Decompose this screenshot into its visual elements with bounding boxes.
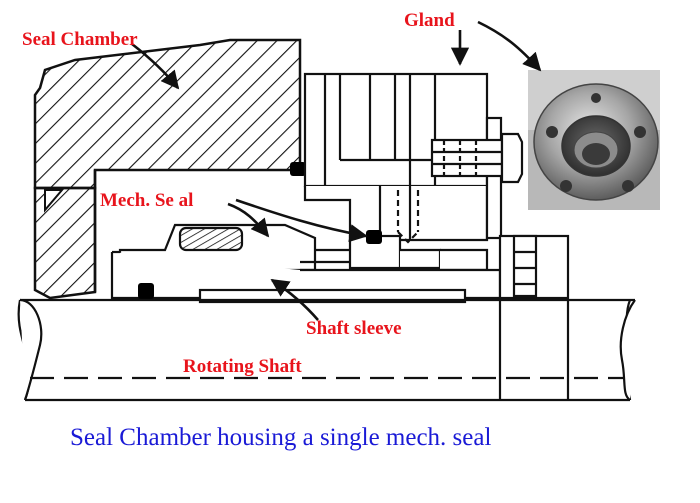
label-seal-chamber: Seal Chamber xyxy=(22,29,138,50)
seal-chamber-housing xyxy=(33,38,302,300)
seal-face-o-ring xyxy=(366,230,382,244)
label-mech-seal: Mech. Se al xyxy=(100,190,193,211)
label-shaft-sleeve: Shaft sleeve xyxy=(306,318,402,339)
gland-photo xyxy=(528,70,660,210)
leader-arrows xyxy=(131,20,542,321)
housing-o-ring xyxy=(290,162,306,176)
rotating-shaft xyxy=(17,298,636,402)
sleeve-body xyxy=(110,250,502,304)
label-rotating-shaft: Rotating Shaft xyxy=(183,356,302,377)
caption: Seal Chamber housing a single mech. seal xyxy=(70,424,491,451)
seal-spring xyxy=(178,226,244,252)
drive-collar xyxy=(498,234,570,300)
sleeve-o-ring xyxy=(138,283,154,299)
gland-bolt xyxy=(430,132,524,184)
label-gland: Gland xyxy=(404,10,455,31)
